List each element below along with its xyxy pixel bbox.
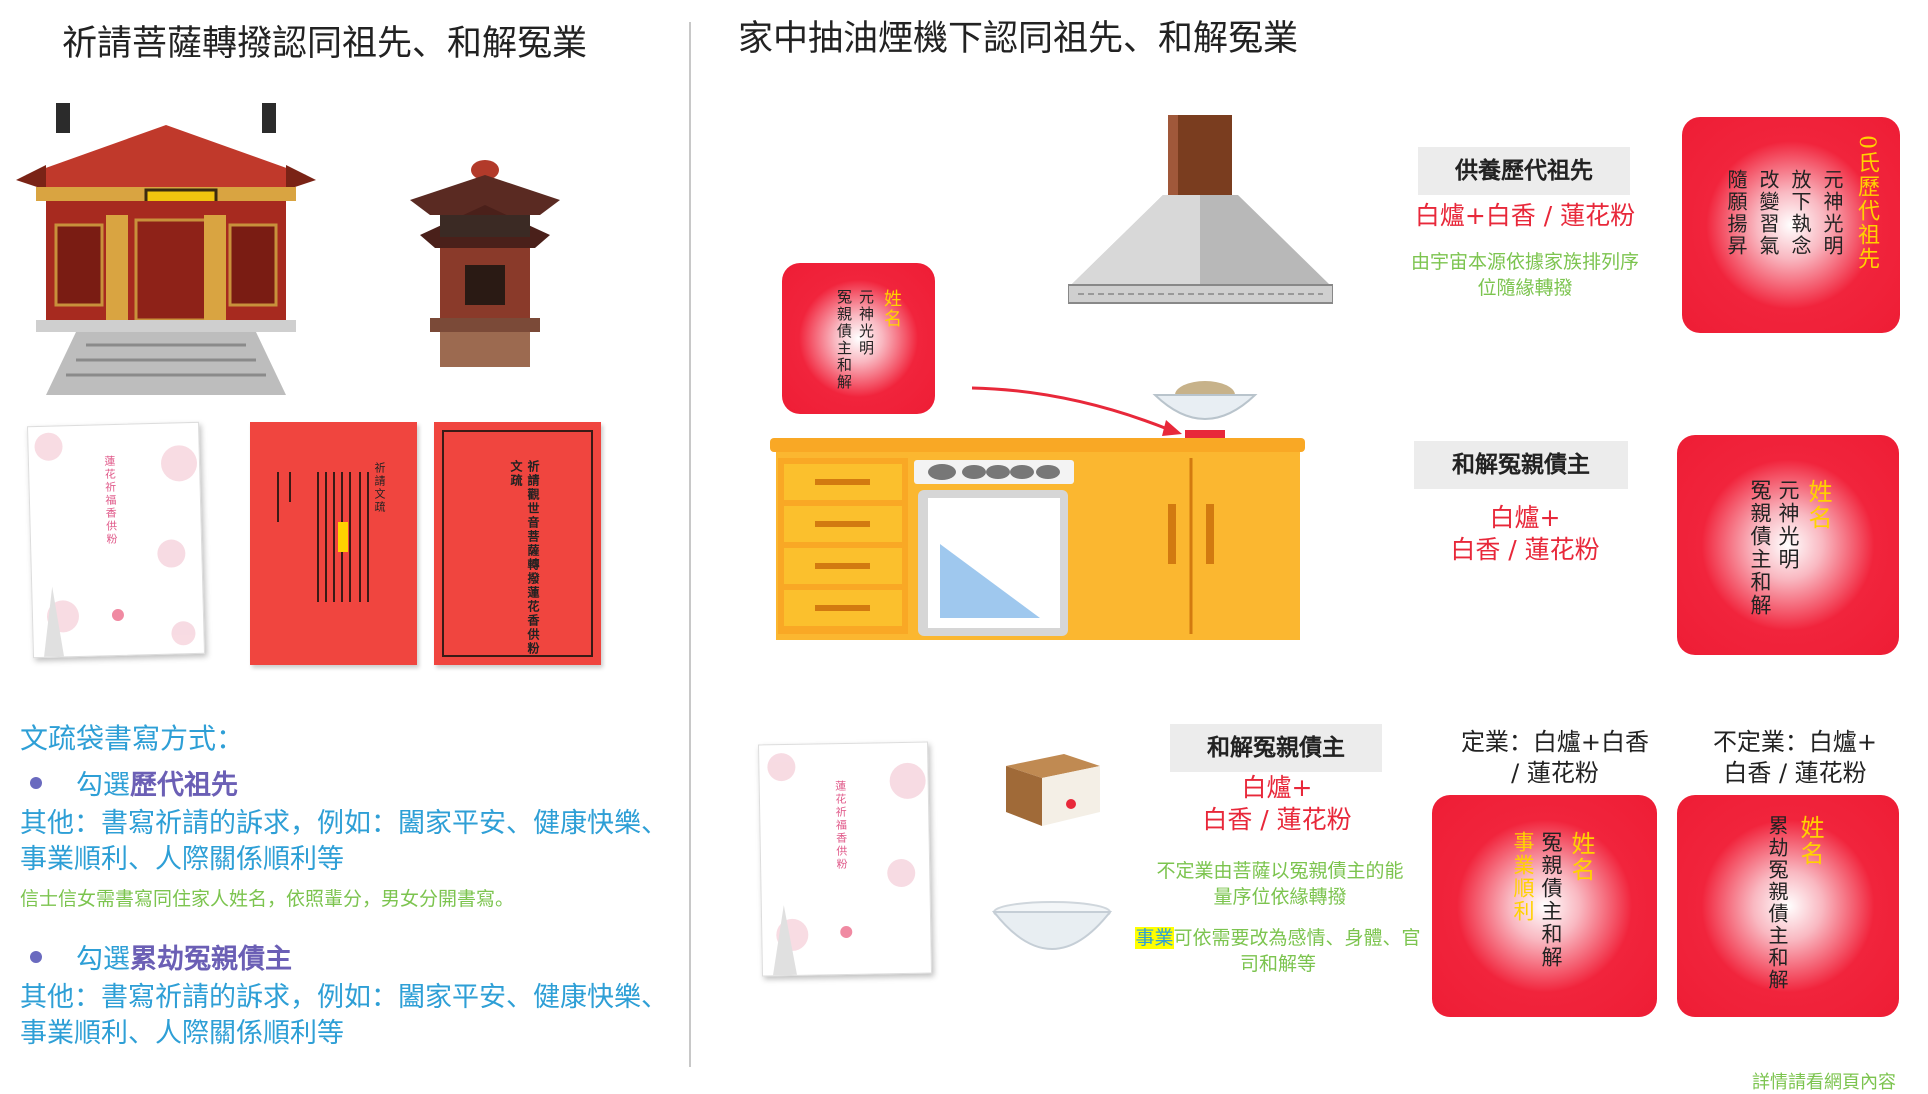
fixed-karma-line2: / 蓮花粉: [1511, 759, 1599, 787]
ancestors-offering: 白爐+白香 / 蓮花粉: [1414, 201, 1636, 230]
ancestors-label: 供養歷代祖先: [1418, 147, 1630, 195]
bullet-1-prefix: 勾選: [76, 770, 130, 801]
powder-box-icon: [1006, 754, 1100, 826]
career-highlight: 事業: [1135, 927, 1174, 949]
bottom-offering-line1: 白爐+: [1241, 773, 1313, 802]
bottom-creditors-label: 和解冤親債主: [1170, 724, 1382, 772]
instructions-heading: 文疏袋書寫方式：: [20, 722, 245, 755]
creditors-offering-line1: 白爐+: [1489, 503, 1561, 532]
instruction-1-note: 信士信女需書寫同住家人姓名，依照輩分，男女分開書寫。: [20, 888, 515, 910]
creditors-tablet-name: 姓名: [1804, 479, 1832, 531]
instruction-bullet-2: 勾選累劫冤親債主: [20, 937, 680, 976]
creditors-tablet-c1: 元神光明: [1776, 479, 1800, 571]
ancestors-tablet: 0氏歷代祖先 元神光明 放下執念 改變習氣 隨願揚昇: [1682, 117, 1900, 333]
sheet1-text-lines: [277, 472, 369, 602]
paper-label: 蓮花祈福香供粉: [102, 454, 119, 547]
career-note: 事業可依需要改為感情、身體、官司和解等: [1128, 925, 1428, 977]
kitchen-cabinet-illustration: [770, 438, 1305, 640]
fixed-tablet-c2: 事業順利: [1511, 831, 1535, 923]
career-note-rest: 可依需要改為感情、身體、官司和解等: [1173, 927, 1421, 975]
range-hood-illustration: [1068, 115, 1333, 304]
unfixed-tablet-c1: 累劫冤親債主和解: [1765, 815, 1789, 991]
fixed-karma-tablet: 姓名 冤親債主和解 事業順利: [1432, 795, 1657, 1017]
ancestors-note: 由宇宙本源依據家族排列序位隨緣轉撥: [1410, 251, 1639, 299]
ancestors-tablet-c1: 0氏歷代祖先: [1854, 135, 1879, 271]
panel-divider: [689, 22, 691, 1067]
unfixed-karma-line1: 不定業：白爐+: [1712, 728, 1878, 756]
stove-marker: [1185, 430, 1225, 439]
bullet-2-prefix: 勾選: [76, 944, 130, 975]
fixed-tablet-c1: 冤親債主和解: [1539, 831, 1563, 969]
bullet-2-highlight: 累劫冤親債主: [130, 944, 292, 975]
bullet-1-highlight: 歷代祖先: [130, 770, 238, 801]
right-title: 家中抽油煙機下認同祖先、和解冤業: [738, 19, 1299, 59]
fixed-karma-line1: 定業：白爐+白香: [1460, 728, 1650, 756]
prayer-sheet-2: 祈請觀世音菩薩轉撥蓮花香供粉文疏: [434, 422, 601, 665]
unfixed-karma-tablet: 姓名 累劫冤親債主和解: [1677, 795, 1899, 1017]
powder-bowl-icon: [1152, 381, 1258, 420]
placement-arrow-icon: [971, 386, 1182, 436]
fixed-tablet-name: 姓名: [1567, 831, 1595, 883]
white-bowl-icon: [991, 901, 1113, 950]
lotus-pattern-icon: [34, 432, 198, 657]
ancestors-tablet-c5: 隨願揚昇: [1724, 169, 1748, 257]
ancestors-tablet-c2: 元神光明: [1820, 169, 1844, 257]
bullet-dot-icon: [30, 950, 42, 963]
footer-link[interactable]: 詳情請看網頁內容: [1752, 1072, 1896, 1093]
bullet-dot-icon: [30, 776, 42, 789]
small-name-tablet: 姓名 元神光明 冤親債主和解: [782, 263, 935, 414]
ancestors-tablet-c3: 放下執念: [1788, 169, 1812, 257]
sheet2-border: [442, 430, 593, 657]
writing-instructions: 文疏袋書寫方式： 勾選歷代祖先 其他：書寫祈請的訴求，例如：闔家平安、健康快樂、…: [20, 717, 680, 1052]
creditors-tablet-c2: 冤親債主和解: [1748, 479, 1772, 617]
instruction-bullet-1: 勾選歷代祖先: [20, 763, 680, 802]
sheet1-title: 祈請文疏: [373, 462, 386, 514]
creditors-tablet: 姓名 元神光明 冤親債主和解: [1677, 435, 1899, 655]
small-tablet-col2: 冤親債主和解: [835, 289, 853, 391]
left-title: 祈請菩薩轉撥認同祖先、和解冤業: [62, 24, 588, 64]
small-tablet-name: 姓名: [881, 289, 902, 329]
bottom-paper-label: 蓮花祈福香供粉: [833, 779, 849, 872]
unfixed-karma-note: 不定業由菩薩以冤親債主的能量序位依緣轉撥: [1156, 860, 1404, 908]
ancestors-tablet-c4: 改變習氣: [1756, 169, 1780, 257]
unfixed-karma-line2: 白香 / 蓮花粉: [1723, 759, 1867, 787]
unfixed-tablet-name: 姓名: [1796, 815, 1824, 867]
instruction-1-body: 其他：書寫祈請的訴求，例如：闔家平安、健康快樂、事業順利、人際關係順利等: [20, 808, 668, 875]
small-tablet-col1: 元神光明: [857, 289, 875, 357]
sheet2-title: 祈請觀世音菩薩轉撥蓮花香供粉文疏: [509, 460, 540, 656]
prayer-sheet-1: 祈請文疏: [250, 422, 417, 665]
bottom-prayer-paper: 蓮花祈福香供粉: [757, 741, 933, 977]
lotus-pattern-icon: [767, 753, 926, 976]
creditors-offering-line2: 白香 / 蓮花粉: [1450, 535, 1600, 564]
creditors-label: 和解冤親債主: [1414, 441, 1628, 489]
incense-burner-illustration: [410, 160, 560, 367]
temple-illustration: [16, 103, 316, 395]
instruction-2-body: 其他：書寫祈請的訴求，例如：闔家平安、健康快樂、事業順利、人際關係順利等: [20, 982, 668, 1049]
prayer-paper-envelope: 蓮花祈福香供粉: [26, 421, 206, 659]
bottom-offering-line2: 白香 / 蓮花粉: [1202, 805, 1352, 834]
